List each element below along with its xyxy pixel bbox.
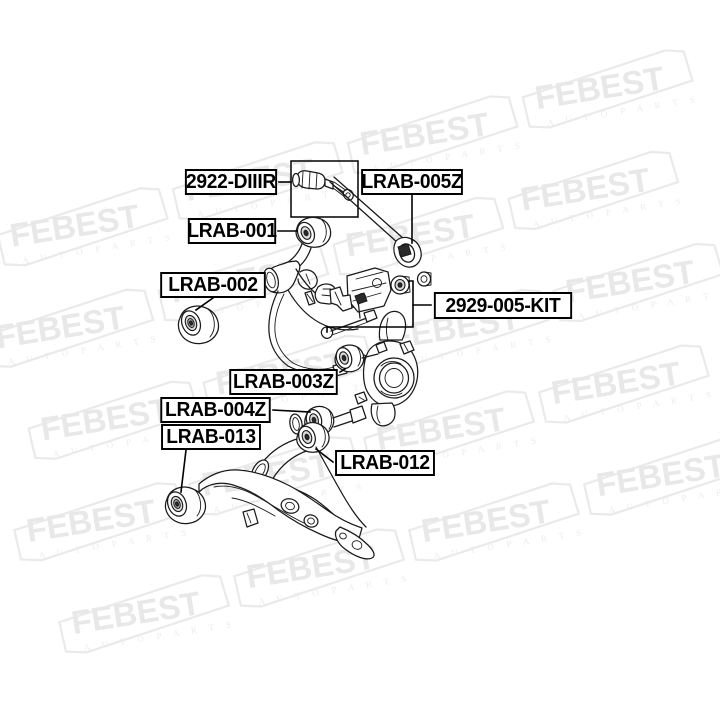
tie-rod-inset-box	[290, 160, 359, 218]
bushing-lrab-001	[295, 216, 332, 248]
lateral-rod	[329, 176, 422, 268]
lower-control-arm	[164, 421, 375, 560]
part-label-2922-diiir[interactable]: 2922-DIIIR	[184, 169, 278, 195]
leader-lrab-013	[180, 449, 187, 493]
leader-lrab-003z	[338, 367, 347, 374]
kit-bushing	[390, 275, 411, 295]
part-label-lrab-001[interactable]: LRAB-001	[187, 218, 277, 244]
leader-lrab-004z	[272, 409, 311, 413]
part-label-lrab-013[interactable]: LRAB-013	[161, 424, 261, 450]
part-label-2929-005-kit[interactable]: 2929-005-KIT	[433, 292, 573, 319]
bushing-lrab-012	[296, 421, 330, 453]
leader-lrab-012	[314, 447, 335, 464]
knuckle-hub-carrier	[353, 310, 419, 427]
part-label-lrab-012[interactable]: LRAB-012	[335, 450, 435, 476]
part-label-lrab-005z[interactable]: LRAB-005Z	[361, 169, 463, 195]
bushing-lrab-013	[164, 486, 207, 525]
bushing-lrab-003z	[334, 344, 379, 373]
part-label-lrab-003z[interactable]: LRAB-003Z	[229, 369, 338, 395]
leader-lrab-002	[194, 296, 215, 312]
stabilizer-bracket-assembly	[320, 267, 432, 339]
kit-washer	[416, 271, 432, 287]
part-label-lrab-004z[interactable]: LRAB-004Z	[160, 397, 271, 423]
leader-lines	[180, 181, 432, 493]
bushing-lrab-002	[177, 305, 220, 345]
leader-2929-005-kit-2	[326, 304, 414, 333]
leader-2929-005-kit	[408, 280, 432, 306]
part-label-lrab-002[interactable]: LRAB-002	[160, 272, 266, 298]
